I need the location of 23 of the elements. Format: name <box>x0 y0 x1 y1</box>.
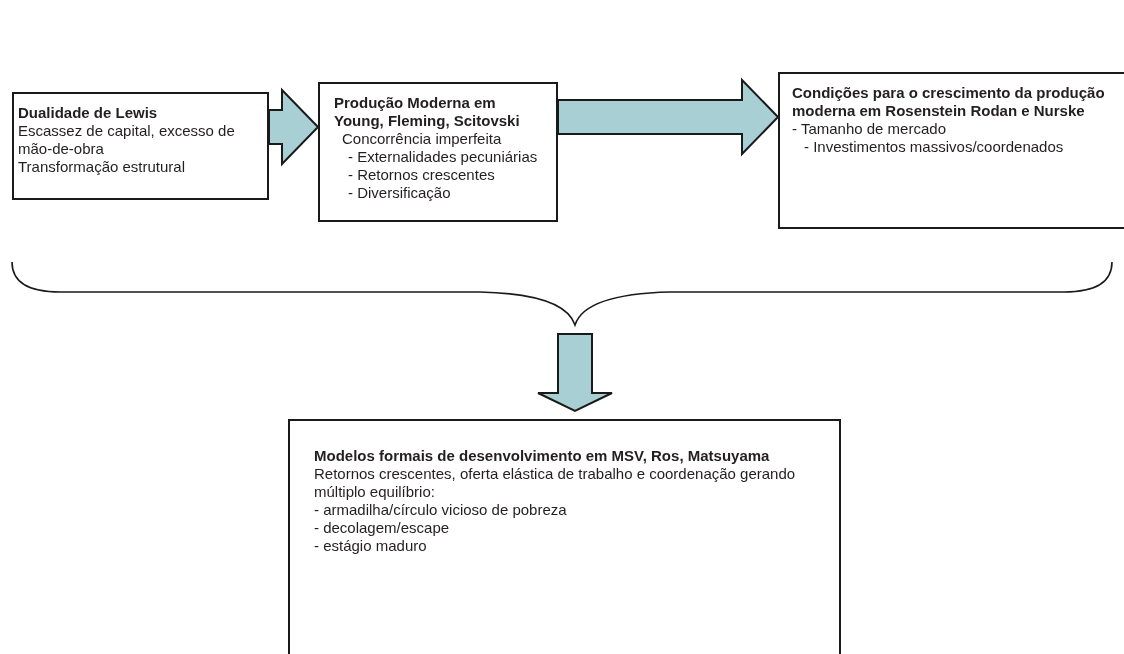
heading: Dualidade de Lewis <box>18 104 159 122</box>
body-text: - armadilha/círculo vicioso de pobreza <box>314 501 568 519</box>
text-box <box>778 72 1124 229</box>
heading: Produção Moderna em Young, Fleming, Scitovski <box>334 94 521 130</box>
body-text: - Investimentos massivos/coordenados <box>803 138 1065 156</box>
text-box <box>318 82 558 222</box>
body-text: - Retornos crescentes <box>347 166 496 184</box>
body-text: Retornos crescentes, oferta elástica de trabalho e coordenação gerando múltiplo equilíbrio: <box>314 465 797 501</box>
block-arrow <box>537 333 613 413</box>
body-text: - decolagem/escape <box>314 519 451 537</box>
heading: Condições para o crescimento da produção moderna em Rosenstein Rodan e Nurske <box>792 84 1106 120</box>
block-arrow <box>557 77 780 157</box>
body-text: - Diversificação <box>347 184 452 202</box>
text-box <box>288 419 841 654</box>
heading: Modelos formais de desenvolvimento em MSV, Ros, Matsuyama <box>314 447 771 465</box>
body-text: - Tamanho de mercado <box>792 120 947 138</box>
body-text: Transformação estrutural <box>18 158 186 176</box>
body-text: - Externalidades pecuniárias <box>347 148 539 166</box>
body-text: - estágio maduro <box>314 537 428 555</box>
body-text: Escassez de capital, excesso de mão-de-obra <box>18 122 236 158</box>
body-text: Concorrência imperfeita <box>341 130 503 148</box>
block-arrow <box>268 87 320 167</box>
text-box <box>12 92 269 200</box>
